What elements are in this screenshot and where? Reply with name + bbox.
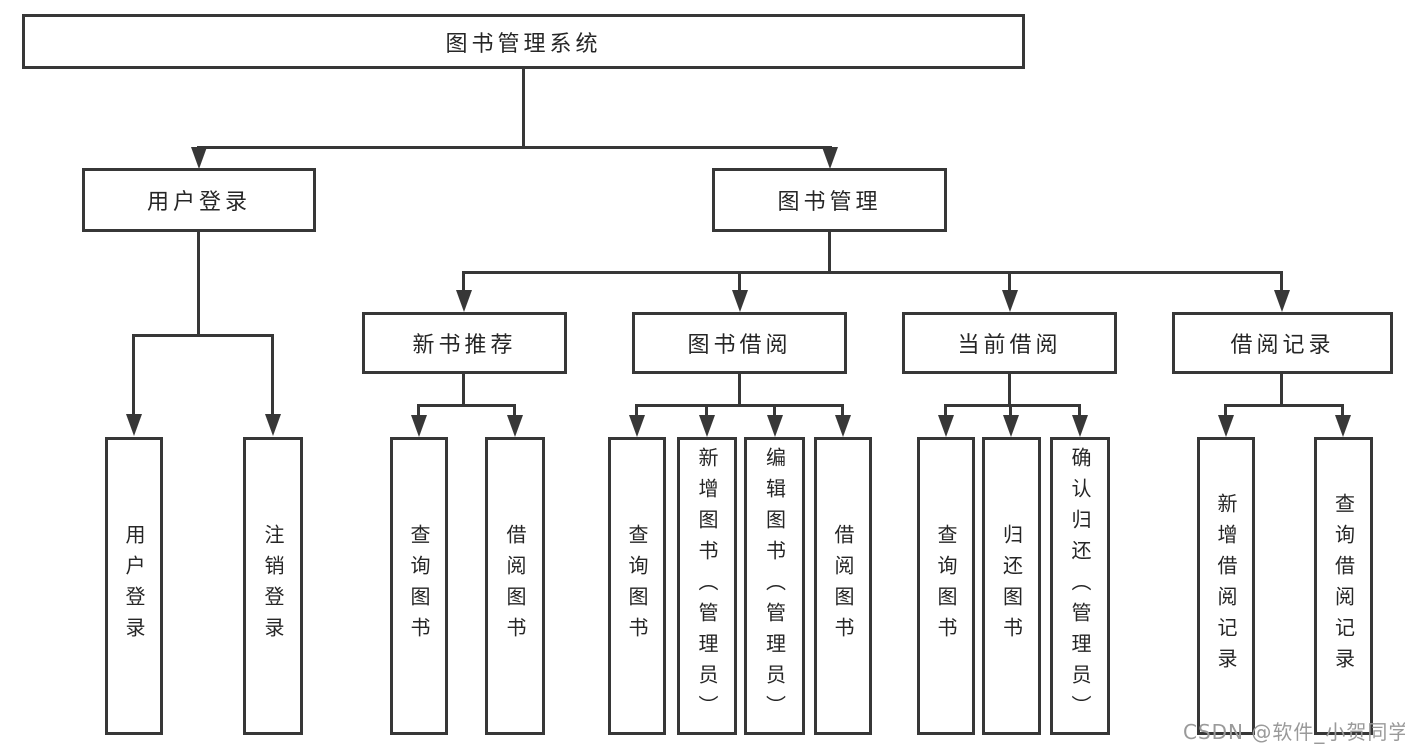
leaf-label: 查询图书 bbox=[625, 524, 649, 648]
connector-drop bbox=[738, 271, 741, 293]
connector-user-login-stub bbox=[197, 232, 200, 336]
arrow-down-icon bbox=[1072, 415, 1088, 437]
connector-stub bbox=[1008, 374, 1011, 405]
connector-root-hline bbox=[197, 146, 832, 149]
arrow-down-icon bbox=[629, 415, 645, 437]
arrow-down-icon bbox=[411, 415, 427, 437]
connector-drop bbox=[1009, 404, 1012, 418]
leaf-edit-books-admin: 编辑图书（管理员） bbox=[744, 437, 805, 735]
arrow-down-icon bbox=[126, 414, 142, 436]
arrow-down-icon bbox=[938, 415, 954, 437]
node-new-book-recommendation: 新书推荐 bbox=[362, 312, 567, 374]
connector-drop bbox=[417, 404, 420, 418]
leaf-label: 借阅图书 bbox=[831, 524, 855, 648]
arrow-down-icon bbox=[767, 415, 783, 437]
leaf-logout-login: 注销登录 bbox=[243, 437, 303, 735]
arrow-down-icon bbox=[732, 290, 748, 312]
node-label: 当前借阅 bbox=[957, 333, 1062, 358]
arrow-down-icon bbox=[835, 415, 851, 437]
connector-stub bbox=[1280, 374, 1283, 405]
arrow-down-icon bbox=[1335, 415, 1351, 437]
connector-hline bbox=[1224, 404, 1344, 407]
node-label: 用户登录 bbox=[146, 190, 251, 215]
connector-hline bbox=[635, 404, 844, 407]
node-label: 图书管理系统 bbox=[445, 31, 602, 57]
leaf-label: 归还图书 bbox=[999, 524, 1024, 648]
leaf-user-login: 用户登录 bbox=[105, 437, 163, 735]
connector-hline bbox=[417, 404, 516, 407]
connector-drop bbox=[705, 404, 708, 418]
leaf-query-borrow-record: 查询借阅记录 bbox=[1314, 437, 1373, 735]
leaf-query-books-recommend: 查询图书 bbox=[390, 437, 448, 735]
connector-drop bbox=[1078, 404, 1081, 418]
connector-book-mgmt-hline bbox=[462, 271, 1282, 274]
connector-drop bbox=[1008, 271, 1011, 293]
arrow-down-icon bbox=[265, 414, 281, 436]
leaf-add-borrow-record: 新增借阅记录 bbox=[1197, 437, 1255, 735]
connector-drop bbox=[841, 404, 844, 418]
arrow-down-icon bbox=[1002, 290, 1018, 312]
connector-hline bbox=[944, 404, 1081, 407]
leaf-borrow-books-borrowing: 借阅图书 bbox=[814, 437, 872, 735]
connector-drop bbox=[132, 334, 135, 416]
connector-drop bbox=[635, 404, 638, 418]
connector-drop bbox=[462, 271, 465, 293]
leaf-label: 借阅图书 bbox=[503, 524, 527, 648]
leaf-query-books-current: 查询图书 bbox=[917, 437, 975, 735]
connector-drop bbox=[513, 404, 516, 418]
leaf-borrow-books-recommend: 借阅图书 bbox=[485, 437, 545, 735]
arrow-down-icon bbox=[1003, 415, 1019, 437]
node-borrowing-records: 借阅记录 bbox=[1172, 312, 1393, 374]
node-user-login: 用户登录 bbox=[82, 168, 316, 232]
node-book-borrowing: 图书借阅 bbox=[632, 312, 847, 374]
connector-book-mgmt-stub bbox=[828, 232, 831, 274]
leaf-query-books-borrowing: 查询图书 bbox=[608, 437, 666, 735]
leaf-label: 注销登录 bbox=[261, 524, 285, 648]
connector-stub bbox=[462, 374, 465, 405]
leaf-label: 新增图书（管理员） bbox=[695, 446, 719, 726]
leaf-label: 用户登录 bbox=[122, 524, 146, 648]
leaf-confirm-return-admin: 确认归还（管理员） bbox=[1050, 437, 1110, 735]
leaf-label: 查询图书 bbox=[934, 524, 958, 648]
arrow-down-icon bbox=[1218, 415, 1234, 437]
leaf-label: 查询借阅记录 bbox=[1331, 493, 1356, 679]
arrow-down-icon bbox=[507, 415, 523, 437]
arrow-down-icon bbox=[456, 290, 472, 312]
node-book-management: 图书管理 bbox=[712, 168, 947, 232]
connector-drop bbox=[1280, 271, 1283, 293]
node-current-borrowing: 当前借阅 bbox=[902, 312, 1117, 374]
leaf-label: 新增借阅记录 bbox=[1214, 493, 1238, 679]
connector-user-login-hline bbox=[132, 334, 274, 337]
connector-drop bbox=[944, 404, 947, 418]
leaf-label: 查询图书 bbox=[407, 524, 431, 648]
node-label: 图书管理 bbox=[777, 190, 882, 215]
node-label: 新书推荐 bbox=[412, 333, 517, 358]
arrow-down-icon bbox=[699, 415, 715, 437]
node-label: 借阅记录 bbox=[1230, 333, 1335, 358]
leaf-label: 编辑图书（管理员） bbox=[762, 446, 787, 726]
csdn-watermark: CSDN @软件_小贺同学 bbox=[1183, 720, 1405, 744]
leaf-return-books: 归还图书 bbox=[982, 437, 1041, 735]
connector-drop bbox=[1341, 404, 1344, 418]
arrow-down-icon bbox=[822, 147, 838, 169]
connector-drop bbox=[271, 334, 274, 416]
node-label: 图书借阅 bbox=[687, 333, 792, 358]
connector-drop bbox=[773, 404, 776, 418]
connector-root-stub bbox=[522, 69, 525, 147]
node-system: 图书管理系统 bbox=[22, 14, 1025, 69]
connector-stub bbox=[738, 374, 741, 405]
arrow-down-icon bbox=[191, 147, 207, 169]
leaf-label: 确认归还（管理员） bbox=[1068, 446, 1092, 726]
connector-drop bbox=[1224, 404, 1227, 418]
leaf-add-books-admin: 新增图书（管理员） bbox=[677, 437, 737, 735]
arrow-down-icon bbox=[1274, 290, 1290, 312]
